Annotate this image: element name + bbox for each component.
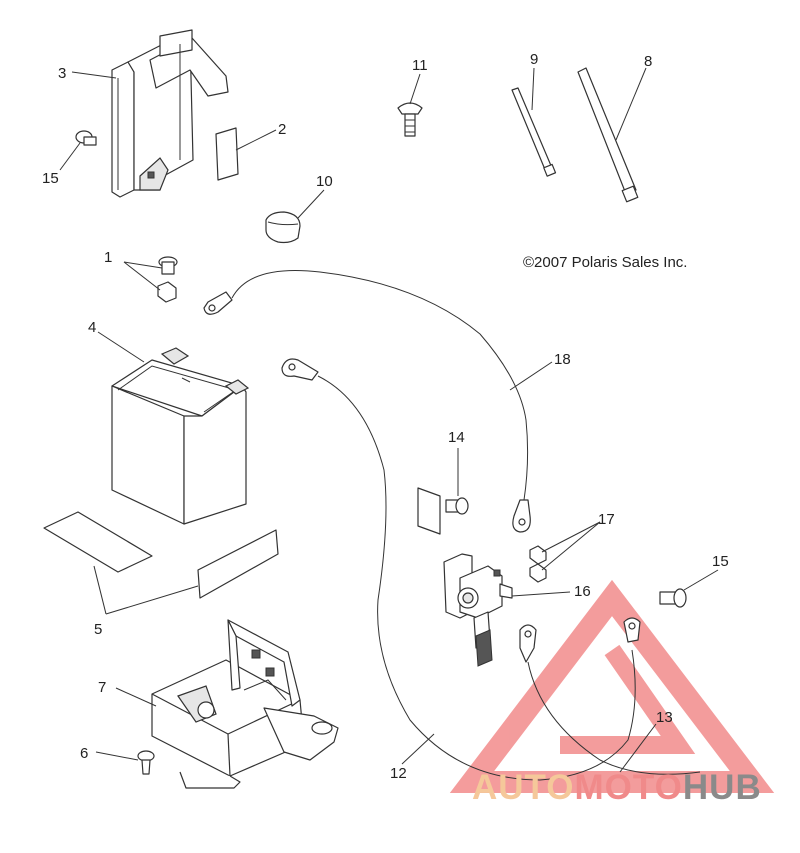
callout-8: 8 [644,53,652,70]
decal-label-2 [215,127,239,181]
cable-12 [317,375,636,781]
battery-hold-bracket [111,29,229,198]
cable-18 [231,269,529,501]
starter-solenoid-16 [443,553,513,667]
callout-5: 5 [94,621,102,638]
ring-terminal-12 [281,358,319,381]
callout-13: 13 [656,709,673,726]
decal-label-5a [43,511,153,573]
callout-6: 6 [80,745,88,762]
cable-13 [527,661,701,775]
terminal-boot-10 [265,211,301,244]
nuts-17 [529,545,547,583]
callout-11: 11 [412,57,428,74]
mount-plate-14 [417,487,441,535]
ring-terminal-upper [203,291,233,315]
screw-6 [137,750,155,775]
callout-14: 14 [448,429,465,446]
callout-15-upper: 15 [42,170,59,187]
callout-16: 16 [574,583,591,600]
ring-terminal-13 [519,624,537,663]
terminal-bolt-nut-1 [157,256,178,303]
callout-4: 4 [88,319,96,336]
callout-12: 12 [390,765,407,782]
callout-numbers: 3 2 15 11 9 8 10 1 4 18 14 17 15 16 5 7 … [42,51,729,782]
leader-lines [59,67,719,773]
screw-14 [445,497,469,515]
battery-4 [111,347,250,525]
callout-15-right: 15 [712,553,729,570]
callout-3: 3 [58,65,66,82]
ring-terminal-18 [512,499,531,533]
callout-9: 9 [530,51,538,68]
callout-2: 2 [278,121,286,138]
cable-tie-9 [511,87,557,177]
watermark-moto: MOTO [574,768,683,807]
battery-tray-7 [151,619,339,789]
push-rivet-11 [397,102,423,137]
watermark-logo-icon [449,579,775,793]
callout-10: 10 [316,173,333,190]
callout-7: 7 [98,679,106,696]
cable-tie-8 [577,67,639,203]
watermark-auto: AUTO [472,768,575,807]
copyright-notice: ©2007 Polaris Sales Inc. [523,254,688,271]
decal-label-5b [197,529,279,599]
callout-18: 18 [554,351,571,368]
callout-17: 17 [598,511,615,528]
ring-terminal-12b [623,617,641,643]
watermark-hub: HUB [682,768,762,807]
watermark-text: AUTOMOTOHUB [472,768,762,808]
callout-1: 1 [104,249,112,266]
screw-15-upper [75,130,97,146]
bolt-15-right [659,588,687,608]
